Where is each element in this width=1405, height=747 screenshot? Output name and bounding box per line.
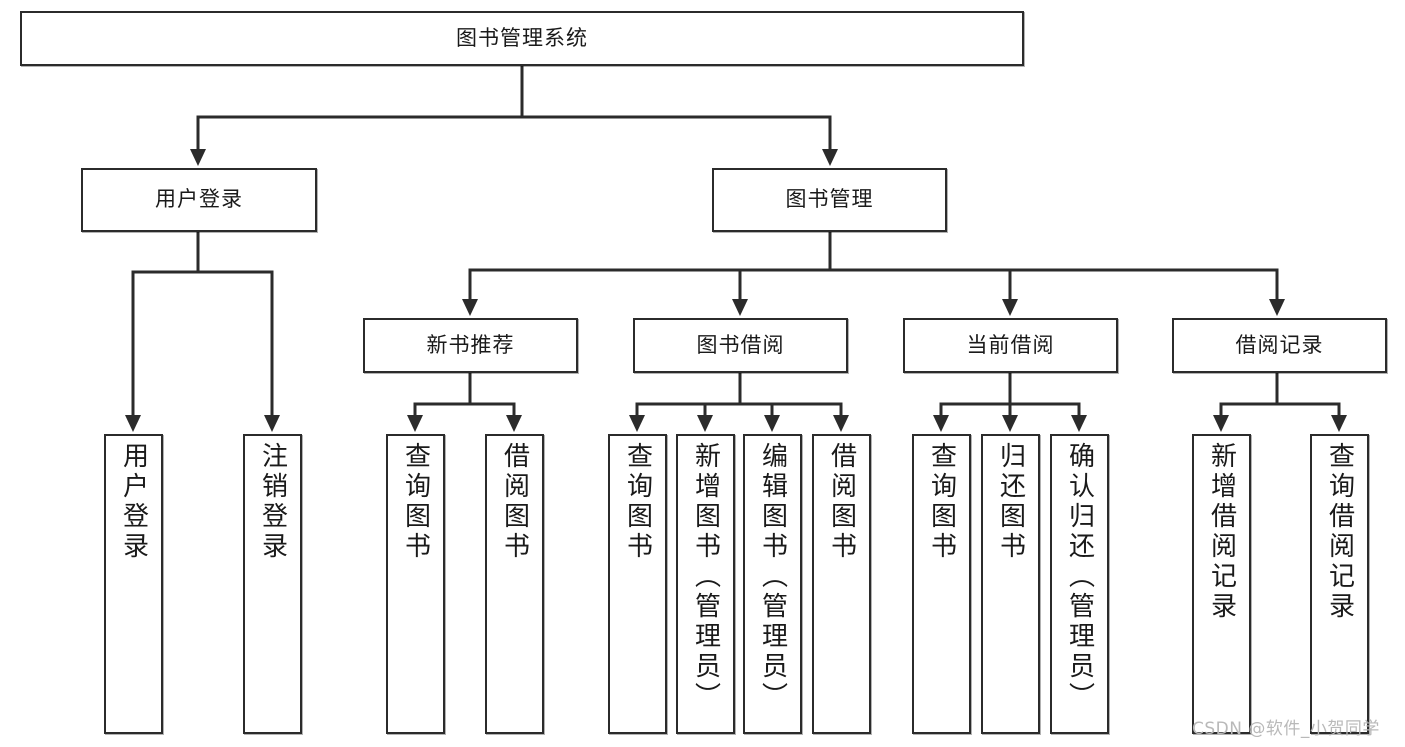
node-label: 新增借阅记录	[1206, 442, 1237, 622]
node-label: 用户登录	[118, 442, 149, 562]
node-label: 图书管理	[785, 187, 874, 212]
node-label: 查询借阅记录	[1324, 442, 1355, 622]
arrow-head-icon	[506, 415, 522, 432]
node-current-borrow[interactable]: 当前借阅	[903, 318, 1118, 373]
node-leaf-query-borrow-record[interactable]: 查询借阅记录	[1310, 434, 1369, 734]
node-leaf-borrow-book[interactable]: 借阅图书	[812, 434, 871, 734]
arrow-head-icon	[1269, 299, 1285, 316]
arrow-head-icon	[629, 415, 645, 432]
node-book-borrow[interactable]: 图书借阅	[633, 318, 848, 373]
arrow-head-icon	[125, 415, 141, 432]
node-label: 图书管理系统	[456, 25, 588, 50]
arrow-head-icon	[264, 415, 280, 432]
node-label: 编辑图书（管理员）	[757, 442, 788, 712]
node-leaf-add-book-admin[interactable]: 新增图书（管理员）	[676, 434, 735, 734]
node-label: 注销登录	[257, 442, 288, 562]
arrow-head-icon	[1002, 299, 1018, 316]
node-label: 归还图书	[995, 442, 1026, 562]
node-label: 借阅图书	[499, 442, 530, 562]
node-root[interactable]: 图书管理系统	[20, 11, 1024, 66]
arrow-head-icon	[833, 415, 849, 432]
node-book-manage[interactable]: 图书管理	[712, 168, 947, 232]
arrow-head-icon	[1331, 415, 1347, 432]
node-label: 确认归还（管理员）	[1064, 442, 1095, 712]
arrow-head-icon	[1071, 415, 1087, 432]
node-label: 新书推荐	[426, 332, 515, 357]
node-label: 查询图书	[622, 442, 653, 562]
node-label: 借阅记录	[1235, 332, 1324, 357]
node-label: 查询图书	[926, 442, 957, 562]
arrow-head-icon	[822, 149, 838, 166]
node-leaf-query-book-rec[interactable]: 查询图书	[386, 434, 445, 734]
node-leaf-add-borrow-record[interactable]: 新增借阅记录	[1192, 434, 1251, 734]
node-leaf-query-book-current[interactable]: 查询图书	[912, 434, 971, 734]
node-label: 查询图书	[400, 442, 431, 562]
arrow-head-icon	[1213, 415, 1229, 432]
node-label: 当前借阅	[966, 332, 1055, 357]
node-label: 图书借阅	[696, 332, 785, 357]
arrow-head-icon	[764, 415, 780, 432]
node-leaf-user-login[interactable]: 用户登录	[104, 434, 163, 734]
node-leaf-borrow-book-rec[interactable]: 借阅图书	[485, 434, 544, 734]
arrow-head-icon	[697, 415, 713, 432]
node-leaf-confirm-return-admin[interactable]: 确认归还（管理员）	[1050, 434, 1109, 734]
node-label: 借阅图书	[826, 442, 857, 562]
node-leaf-return-book[interactable]: 归还图书	[981, 434, 1040, 734]
node-user-login[interactable]: 用户登录	[81, 168, 317, 232]
arrow-head-icon	[462, 299, 478, 316]
arrow-head-icon	[933, 415, 949, 432]
watermark: CSDN @软件_小贺同学	[1192, 719, 1380, 739]
node-leaf-query-book-borrow[interactable]: 查询图书	[608, 434, 667, 734]
node-label: 新增图书（管理员）	[690, 442, 721, 712]
arrow-head-icon	[407, 415, 423, 432]
node-leaf-user-logout[interactable]: 注销登录	[243, 434, 302, 734]
node-label: 用户登录	[155, 187, 243, 212]
arrow-head-icon	[190, 149, 206, 166]
arrow-head-icon	[732, 299, 748, 316]
node-borrow-record[interactable]: 借阅记录	[1172, 318, 1387, 373]
node-new-book-recommend[interactable]: 新书推荐	[363, 318, 578, 373]
arrow-head-icon	[1002, 415, 1018, 432]
node-leaf-edit-book-admin[interactable]: 编辑图书（管理员）	[743, 434, 802, 734]
